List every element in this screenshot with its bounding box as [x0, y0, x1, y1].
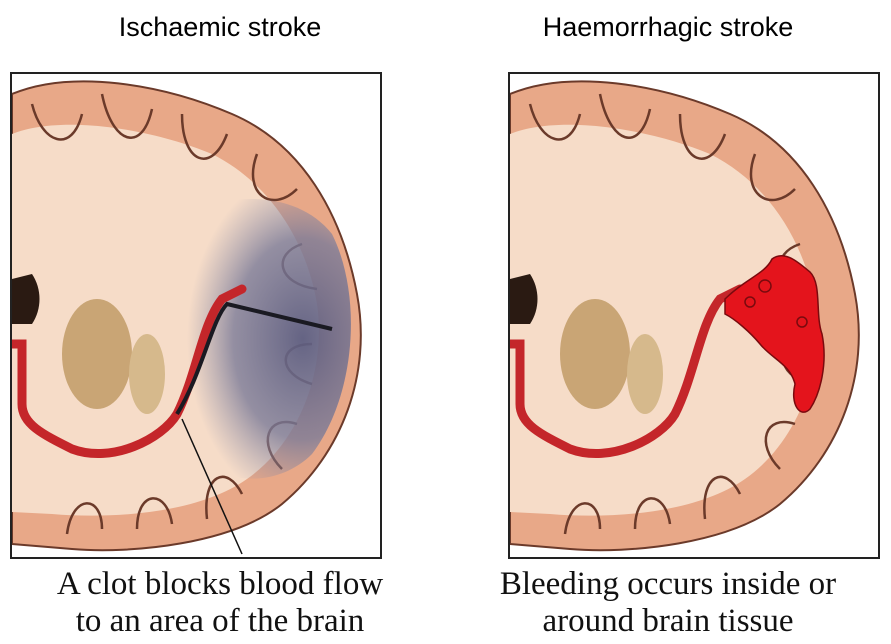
ischaemic-region [158, 199, 351, 479]
haemorrhagic-brain-illustration [508, 72, 880, 559]
ischaemic-title: Ischaemic stroke [0, 12, 440, 43]
ischaemic-caption: A clot blocks blood flow to an area of t… [0, 566, 440, 640]
brain-coronal-section [12, 74, 380, 557]
basal-ganglia [62, 299, 132, 409]
haemorrhagic-title: Haemorrhagic stroke [448, 12, 888, 43]
haemorrhagic-caption: Bleeding occurs inside or around brain t… [448, 566, 888, 640]
haemorrhagic-panel: Haemorrhagic stroke [448, 0, 888, 644]
putamen [627, 334, 663, 414]
ischaemic-brain-illustration [10, 72, 382, 559]
basal-ganglia [560, 299, 630, 409]
brain-coronal-section [510, 74, 878, 557]
ischaemic-panel: Ischaemic stroke [0, 0, 440, 644]
ischaemic-caption-line1: A clot blocks blood flow [0, 566, 440, 603]
putamen [129, 334, 165, 414]
haemorrhagic-caption-line1: Bleeding occurs inside or [448, 566, 888, 603]
haemorrhagic-caption-line2: around brain tissue [448, 603, 888, 640]
ventricle [12, 274, 40, 324]
ischaemic-caption-line2: to an area of the brain [0, 603, 440, 640]
ventricle [510, 274, 538, 324]
